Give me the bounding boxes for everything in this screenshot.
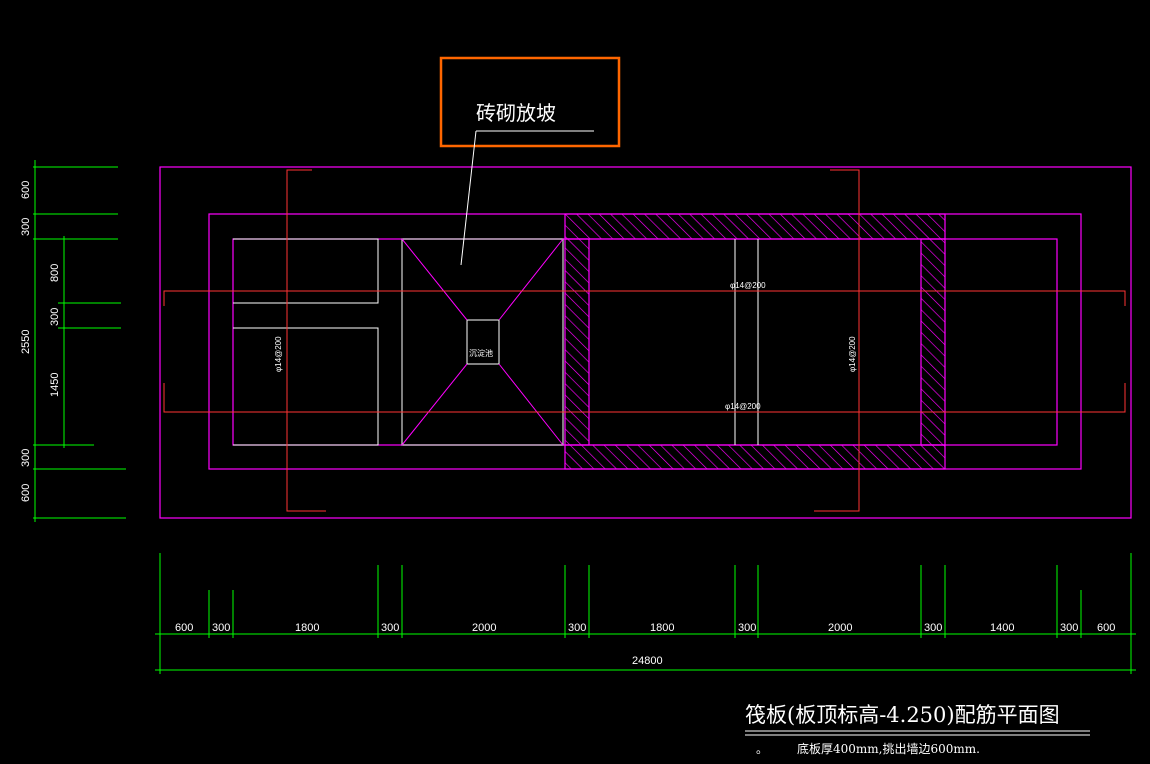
svg-text:600: 600 bbox=[20, 484, 32, 502]
svg-text:300: 300 bbox=[20, 449, 32, 467]
horizontal-dimension-labels: 600 300 1800 300 2000 300 1800 300 2000 … bbox=[175, 622, 1115, 667]
callout-label: 砖砌放坡 bbox=[476, 101, 556, 125]
svg-text:600: 600 bbox=[175, 622, 193, 634]
svg-text:2000: 2000 bbox=[828, 622, 852, 634]
rebar-label-bottom: φ14@200 bbox=[725, 402, 761, 411]
svg-text:300: 300 bbox=[49, 308, 61, 326]
vertical-dimensions bbox=[33, 160, 126, 522]
svg-text:1800: 1800 bbox=[650, 622, 674, 634]
svg-text:600: 600 bbox=[1097, 622, 1115, 634]
svg-text:300: 300 bbox=[20, 218, 32, 236]
hatched-wall-tank bbox=[564, 213, 946, 470]
svg-text:1400: 1400 bbox=[990, 622, 1014, 634]
rebar-label-top: φ14@200 bbox=[730, 281, 766, 290]
rebar-label-right: φ14@200 bbox=[848, 336, 857, 372]
svg-text:300: 300 bbox=[568, 622, 586, 634]
svg-text:1800: 1800 bbox=[295, 622, 319, 634]
svg-text:800: 800 bbox=[49, 264, 61, 282]
svg-text:24800: 24800 bbox=[632, 655, 663, 667]
raft-slab-outline bbox=[159, 166, 1132, 519]
svg-text:300: 300 bbox=[1060, 622, 1078, 634]
svg-text:300: 300 bbox=[738, 622, 756, 634]
rebar-lines bbox=[163, 169, 1126, 512]
wall-outer-outline bbox=[208, 213, 1082, 470]
note-bullet: 。 bbox=[756, 742, 768, 756]
horizontal-dimensions bbox=[155, 553, 1136, 674]
svg-text:2000: 2000 bbox=[472, 622, 496, 634]
rebar-label-left: φ14@200 bbox=[274, 336, 283, 372]
svg-text:300: 300 bbox=[924, 622, 942, 634]
drawing-note: 底板厚400mm,挑出墙边600mm. bbox=[797, 741, 980, 756]
svg-text:1450: 1450 bbox=[49, 373, 61, 397]
callout-brick-slope bbox=[439, 56, 621, 266]
svg-text:300: 300 bbox=[212, 622, 230, 634]
svg-text:600: 600 bbox=[20, 181, 32, 199]
pit-label: 沉淀池 bbox=[469, 348, 493, 358]
vertical-dimension-labels: 600 300 2550 300 600 800 300 1450 bbox=[20, 181, 61, 502]
drawing-title: 筏板(板顶标高-4.250)配筋平面图 bbox=[745, 703, 1060, 727]
svg-text:300: 300 bbox=[381, 622, 399, 634]
svg-text:2550: 2550 bbox=[20, 330, 32, 354]
tank-inner-lines bbox=[734, 239, 759, 445]
left-chambers bbox=[233, 238, 379, 446]
title-block: 筏板(板顶标高-4.250)配筋平面图 。 底板厚400mm,挑出墙边600mm… bbox=[745, 703, 1090, 756]
sedimentation-pit bbox=[401, 238, 564, 446]
